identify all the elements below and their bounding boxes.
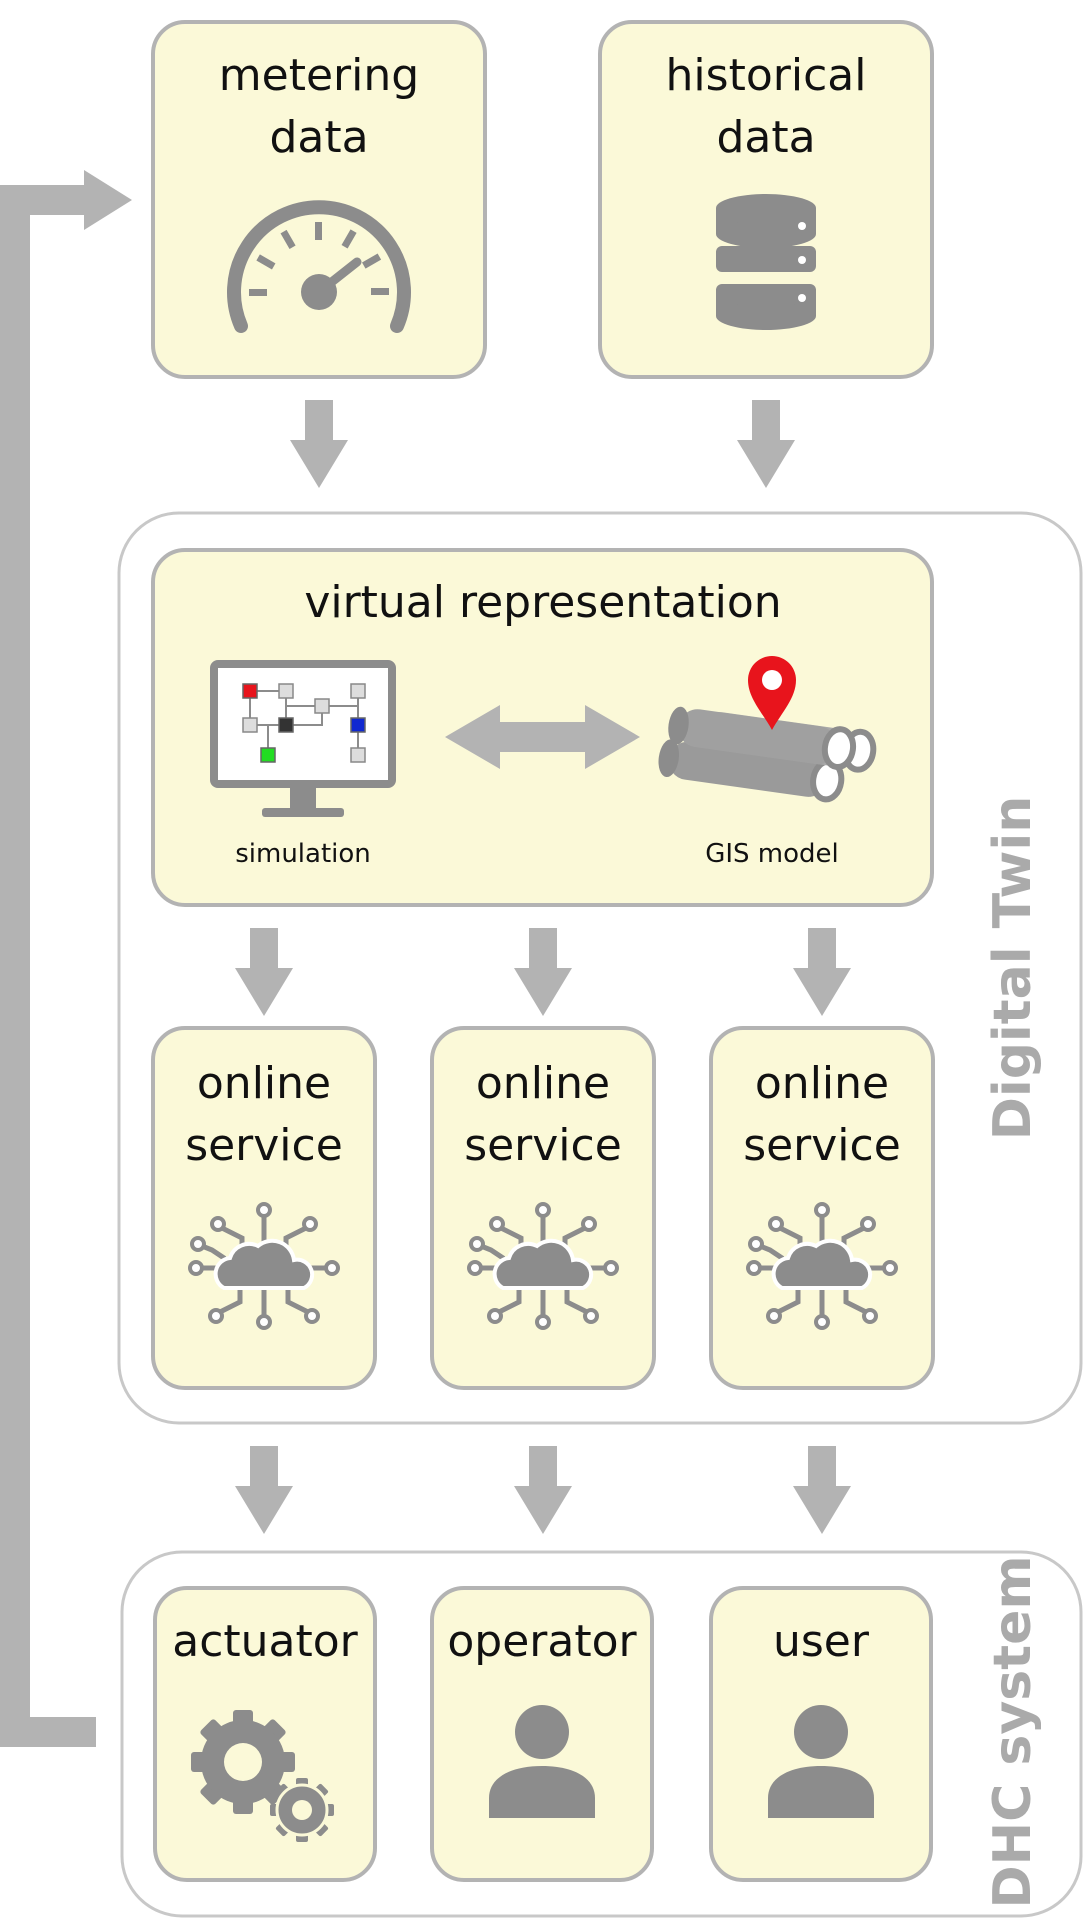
virtual-representation-box[interactable]: virtual representation simulat — [151, 548, 934, 907]
actuator-label: actuator — [172, 1616, 358, 1667]
arrow-to-service-2 — [514, 928, 572, 1016]
arrow-to-service-1 — [235, 928, 293, 1016]
historical-data-box[interactable]: historical data — [598, 20, 934, 379]
monitor-network-icon — [210, 660, 396, 817]
user-label: user — [773, 1616, 870, 1667]
operator-label: operator — [447, 1616, 637, 1667]
bidirectional-arrow — [445, 705, 640, 769]
arrow-to-actuator — [235, 1446, 293, 1534]
actuator-box[interactable]: actuator — [153, 1586, 377, 1882]
arrow-to-service-3 — [793, 928, 851, 1016]
service-2-line1: online — [476, 1058, 610, 1109]
service-3-line1: online — [755, 1058, 889, 1109]
metering-label-line1: metering — [219, 50, 419, 101]
feedback-arrow — [0, 170, 132, 1747]
service-2-line2: service — [464, 1120, 622, 1171]
pipes-location-icon — [658, 656, 877, 803]
service-1-line2: service — [185, 1120, 343, 1171]
person-icon — [768, 1705, 874, 1818]
speedometer-icon — [227, 200, 411, 333]
gears-icon — [191, 1710, 334, 1842]
metering-data-box[interactable]: metering data — [151, 20, 487, 379]
service-1-line1: online — [197, 1058, 331, 1109]
cloud-network-icon — [469, 1204, 617, 1328]
operator-box[interactable]: operator — [430, 1586, 654, 1882]
dhc-system-label: DHC system — [983, 1555, 1043, 1908]
cloud-network-icon — [190, 1204, 338, 1328]
historical-label-line1: historical — [666, 50, 867, 101]
service-3-line2: service — [743, 1120, 901, 1171]
person-icon — [489, 1705, 595, 1818]
arrow-to-user — [793, 1446, 851, 1534]
virtual-representation-title: virtual representation — [304, 577, 781, 628]
arrow-to-operator — [514, 1446, 572, 1534]
user-box[interactable]: user — [709, 1586, 933, 1882]
arrow-historical-down — [737, 400, 795, 488]
cloud-network-icon — [748, 1204, 896, 1328]
database-icon — [716, 194, 816, 330]
digital-twin-label: Digital Twin — [983, 796, 1043, 1141]
simulation-label: simulation — [235, 839, 371, 869]
metering-label-line2: data — [269, 112, 368, 163]
historical-label-line2: data — [716, 112, 815, 163]
gis-model-label: GIS model — [705, 839, 839, 869]
arrow-metering-down — [290, 400, 348, 488]
